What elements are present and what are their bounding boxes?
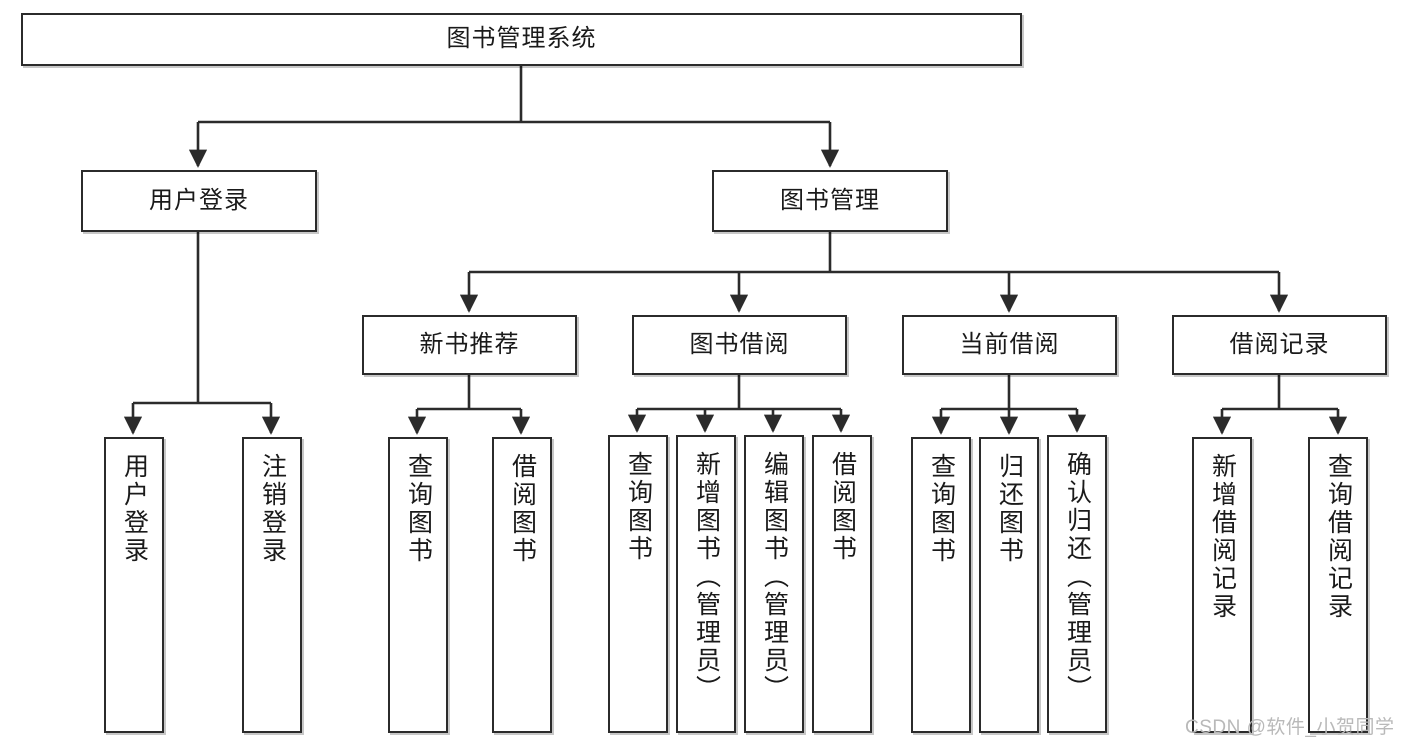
- leaf-current-borrow-3-label: 确认归还（管理员）: [1063, 451, 1092, 703]
- node-root-label: 图书管理系统: [446, 25, 597, 53]
- node-book-borrow[interactable]: 图书借阅: [632, 315, 847, 375]
- leaf-new-book-recommend-2[interactable]: 借阅图书: [492, 437, 552, 733]
- leaf-borrow-record-1-label: 新增借阅记录: [1208, 453, 1237, 621]
- node-borrow-record-label: 借阅记录: [1229, 330, 1330, 358]
- csdn-watermark: CSDN @软件_小贺同学: [1185, 717, 1395, 738]
- leaf-new-book-recommend-2-label: 借阅图书: [508, 453, 537, 565]
- leaf-borrow-record-2[interactable]: 查询借阅记录: [1308, 437, 1368, 733]
- leaf-current-borrow-2-label: 归还图书: [995, 453, 1024, 565]
- node-book-manage-label: 图书管理: [780, 186, 880, 214]
- node-new-book-recommend[interactable]: 新书推荐: [362, 315, 577, 375]
- node-book-manage[interactable]: 图书管理: [712, 170, 948, 232]
- node-new-book-recommend-label: 新书推荐: [419, 330, 520, 358]
- leaf-book-borrow-1[interactable]: 查询图书: [608, 435, 668, 733]
- leaf-current-borrow-1[interactable]: 查询图书: [911, 437, 971, 733]
- leaf-current-borrow-1-label: 查询图书: [927, 453, 956, 565]
- leaf-borrow-record-2-label: 查询借阅记录: [1324, 453, 1353, 621]
- leaf-user-login-2-label: 注销登录: [258, 453, 287, 565]
- leaf-book-borrow-1-label: 查询图书: [624, 451, 653, 563]
- leaf-new-book-recommend-1-label: 查询图书: [404, 453, 433, 565]
- node-current-borrow-label: 当前借阅: [959, 330, 1060, 358]
- leaf-user-login-2[interactable]: 注销登录: [242, 437, 302, 733]
- leaf-book-borrow-2[interactable]: 新增图书（管理员）: [676, 435, 736, 733]
- leaf-book-borrow-4[interactable]: 借阅图书: [812, 435, 872, 733]
- leaf-borrow-record-1[interactable]: 新增借阅记录: [1192, 437, 1252, 733]
- node-current-borrow[interactable]: 当前借阅: [902, 315, 1117, 375]
- leaf-book-borrow-3[interactable]: 编辑图书（管理员）: [744, 435, 804, 733]
- node-borrow-record[interactable]: 借阅记录: [1172, 315, 1387, 375]
- node-user-login-label: 用户登录: [149, 186, 249, 214]
- leaf-user-login-1[interactable]: 用户登录: [104, 437, 164, 733]
- leaf-current-borrow-3[interactable]: 确认归还（管理员）: [1047, 435, 1107, 733]
- leaf-user-login-1-label: 用户登录: [120, 453, 149, 565]
- node-book-borrow-label: 图书借阅: [689, 330, 790, 358]
- node-user-login[interactable]: 用户登录: [81, 170, 317, 232]
- node-root[interactable]: 图书管理系统: [21, 13, 1022, 66]
- leaf-new-book-recommend-1[interactable]: 查询图书: [388, 437, 448, 733]
- leaf-book-borrow-3-label: 编辑图书（管理员）: [760, 451, 789, 703]
- leaf-current-borrow-2[interactable]: 归还图书: [979, 437, 1039, 733]
- leaf-book-borrow-2-label: 新增图书（管理员）: [692, 451, 721, 703]
- leaf-book-borrow-4-label: 借阅图书: [828, 451, 857, 563]
